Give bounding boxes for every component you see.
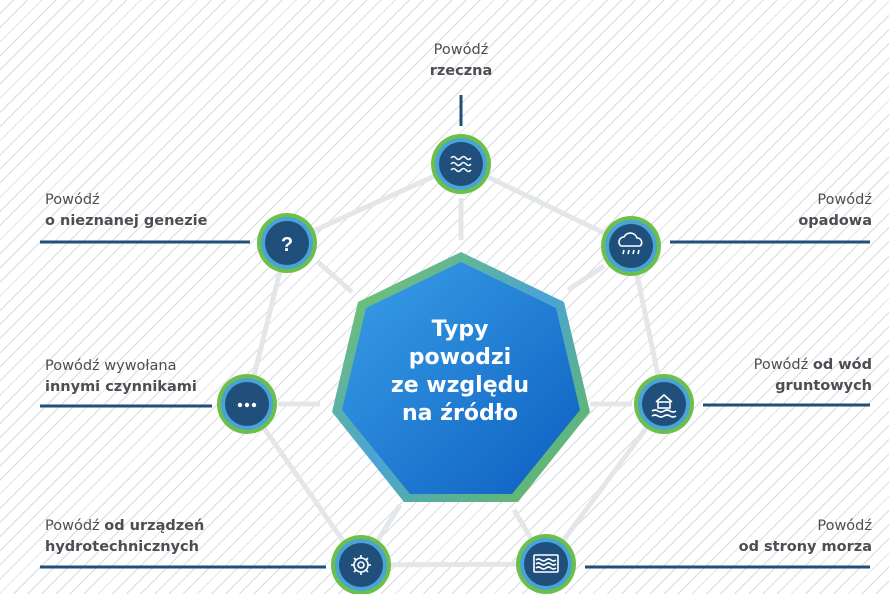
leader-lines: [40, 95, 870, 569]
center-title: Typy powodzi ze względu na źródło: [390, 317, 530, 426]
node-nieznanej: ?: [257, 213, 317, 273]
label-pre: Powódź wywołana: [45, 358, 177, 374]
label-bold: opadowa: [798, 213, 872, 229]
sea-waves-icon: [533, 554, 559, 573]
label-pre: Powódź: [753, 357, 809, 373]
label-pre: Powódź: [45, 518, 100, 534]
center-heptagon: [332, 252, 590, 502]
label-morza: Powódź od strony morza: [700, 516, 872, 558]
label-rzeczna: Powódź rzeczna: [411, 40, 511, 82]
ellipsis-icon: [237, 402, 257, 408]
label-bold: od urządzeń hydrotechnicznych: [45, 518, 205, 555]
label-bold: o nieznanej genezie: [45, 213, 208, 229]
label-nieznanej: Powódź o nieznanej genezie: [45, 190, 255, 232]
waves-icon: [450, 155, 472, 173]
label-hydrotechnicznych: Powódź od urządzeń hydrotechnicznych: [45, 516, 275, 558]
label-opadowa: Powódź opadowa: [690, 190, 872, 232]
node-opadowa: [601, 216, 661, 276]
node-hydrotechnicznych: [331, 535, 391, 594]
label-gruntowych: Powódź od wód gruntowych: [705, 355, 872, 397]
spokes: [278, 198, 632, 542]
groundwater-house-icon: [651, 393, 677, 418]
node-morza: [516, 534, 576, 594]
label-bold: rzeczna: [429, 63, 493, 79]
label-pre: Powódź: [817, 518, 872, 534]
label-pre: Powódź: [433, 42, 489, 58]
label-pre: Powódź: [45, 192, 100, 208]
label-bold: od strony morza: [738, 539, 872, 555]
rain-cloud-icon: [618, 232, 643, 255]
node-innymi: [217, 374, 277, 434]
label-pre: Powódź: [817, 192, 872, 208]
label-innymi: Powódź wywołana innymi czynnikami: [45, 356, 225, 398]
label-bold: od wód gruntowych: [775, 357, 872, 394]
label-bold: innymi czynnikami: [45, 379, 197, 395]
node-rzeczna: [431, 134, 491, 194]
question-icon: ?: [281, 234, 293, 256]
gear-icon: [351, 555, 371, 575]
node-gruntowych: [634, 374, 694, 434]
